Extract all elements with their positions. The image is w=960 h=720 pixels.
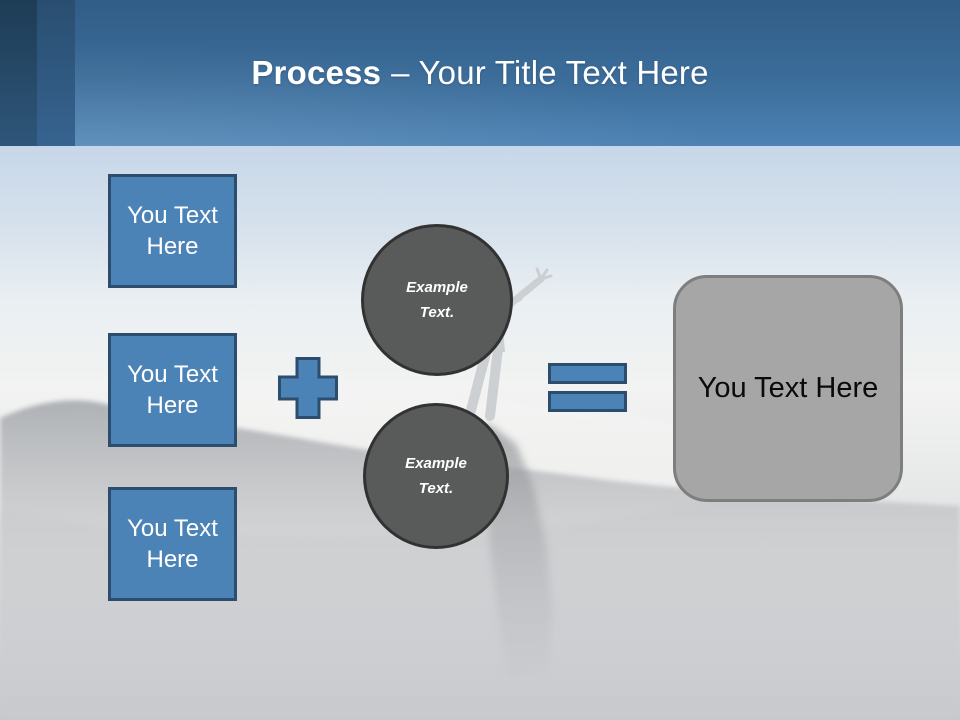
example-circle-2[interactable]: Example Text. [363, 403, 509, 549]
example-circle-1-label: Example Text. [406, 279, 468, 321]
equals-icon [548, 363, 627, 384]
page-title: Process – Your Title Text Here [0, 0, 960, 146]
left-accent-stripe-mid [37, 0, 75, 146]
input-box-2-label: You Text Here [127, 361, 218, 419]
input-box-1[interactable]: You Text Here [108, 174, 237, 288]
plus-icon [278, 357, 338, 419]
equals-icon [548, 391, 627, 412]
plus-operator[interactable] [278, 357, 338, 419]
mountain-silhouette [0, 400, 960, 720]
example-circle-1[interactable]: Example Text. [361, 224, 513, 376]
input-box-1-label: You Text Here [127, 202, 218, 260]
title-subtitle: – Your Title Text Here [391, 54, 709, 91]
input-box-2[interactable]: You Text Here [108, 333, 237, 447]
left-accent-stripe-dark [0, 0, 37, 146]
input-box-3-label: You Text Here [127, 515, 218, 573]
title-keyword: Process [251, 54, 382, 91]
result-box-label: You Text Here [697, 372, 879, 404]
header-band: Process – Your Title Text Here [0, 0, 960, 146]
result-box[interactable]: You Text Here [673, 275, 903, 502]
example-circle-2-label: Example Text. [405, 455, 467, 497]
input-box-3[interactable]: You Text Here [108, 487, 237, 601]
equals-operator[interactable] [548, 363, 627, 412]
